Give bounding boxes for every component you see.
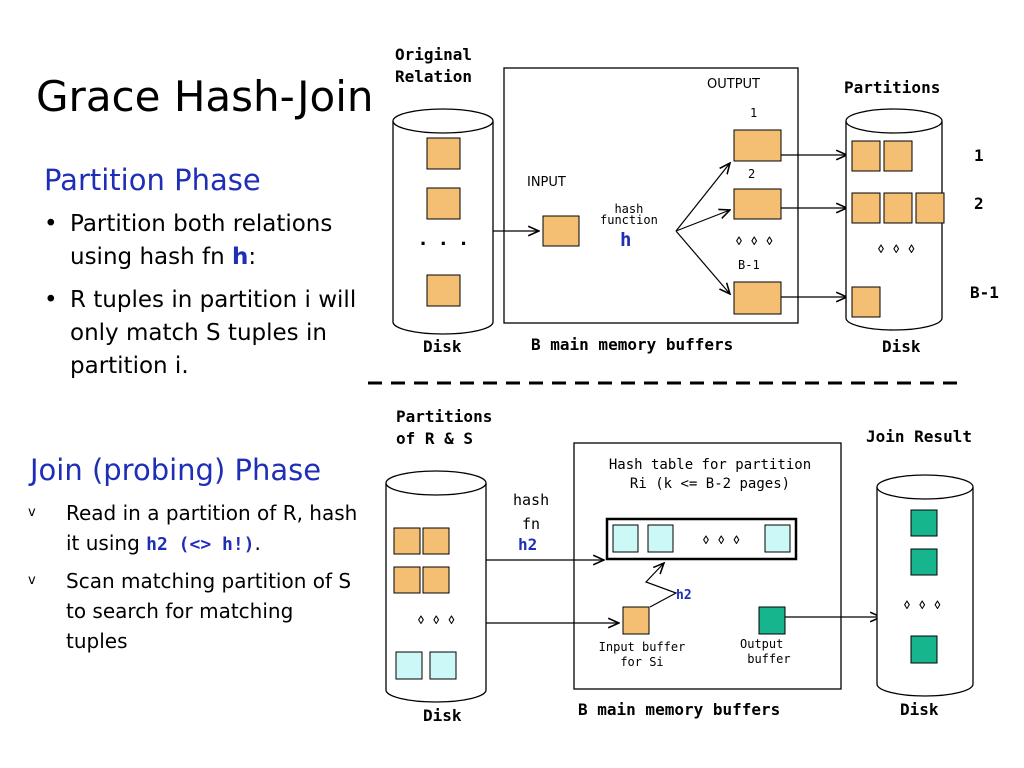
diamonds: ◊ ◊ ◊ <box>904 598 944 612</box>
page-block <box>426 274 461 307</box>
input-buffer-label: Input buffer for Si <box>598 640 686 669</box>
partition-page <box>883 192 913 224</box>
input-buffer <box>542 215 580 247</box>
result-page <box>910 635 938 664</box>
result-page <box>910 548 938 576</box>
partition-page <box>915 192 945 224</box>
hash-function-label: hash function <box>600 202 658 227</box>
hash-fn-label: hash fn <box>513 491 550 533</box>
output-buffer-2 <box>733 188 782 220</box>
diamonds: ◊ ◊ ◊ <box>418 613 458 627</box>
s-page <box>429 651 457 680</box>
s-page <box>395 651 423 680</box>
r-page <box>393 527 421 555</box>
partition-b-label: B-1 <box>970 283 999 302</box>
hash-table-label: Hash table for partition Ri (k <= B-2 pa… <box>608 457 812 492</box>
output-buffer-join <box>758 606 786 635</box>
partition-bullet-1: • Partition both relations using hash fn… <box>44 208 389 274</box>
hash-bucket <box>612 524 639 553</box>
bullet-text: Partition both relations using hash fn <box>70 211 333 270</box>
r-page <box>393 566 421 594</box>
output-buffer-1 <box>733 129 782 162</box>
output-1-label: 1 <box>750 106 758 120</box>
partition-bullet-2: • R tuples in partition i will only matc… <box>44 284 389 383</box>
partition-page <box>851 286 881 318</box>
hash-h-label: h <box>620 229 632 251</box>
hash-bucket <box>764 524 791 553</box>
memory-box-bottom <box>573 442 842 690</box>
bullet-h2: h2 (<> h!) <box>146 534 255 555</box>
bullet-h: h <box>231 244 249 270</box>
disk-label: Disk <box>423 337 462 356</box>
bullet-period: . <box>254 531 261 555</box>
disk-label: Disk <box>423 706 462 725</box>
input-buffer-si <box>622 606 650 635</box>
join-result-label: Join Result <box>866 427 972 446</box>
page-block <box>426 137 461 170</box>
partition-page <box>851 192 881 224</box>
bullet-text: Read in a partition of R, hash it using <box>66 501 358 555</box>
join-bullet-1: v Read in a partition of R, hash it usin… <box>28 498 358 560</box>
dots-label: . . . <box>420 225 471 250</box>
page-block <box>426 187 461 220</box>
arrow-hash-b <box>675 230 730 294</box>
h2-inner-label: h2 <box>676 588 692 603</box>
disk-right-top <box>845 108 943 331</box>
partition-phase-heading: Partition Phase <box>44 163 261 197</box>
partition-page <box>851 140 881 172</box>
bullet-dot: • <box>44 211 58 237</box>
input-label: INPUT <box>527 175 566 190</box>
bullet-text: Scan matching partition of S to search f… <box>66 569 352 653</box>
partitions-rs-label: Partitions of R & S <box>396 407 493 448</box>
join-phase-heading: Join (probing) Phase <box>30 453 322 487</box>
join-bullet-2: v Scan matching partition of S to search… <box>28 566 358 656</box>
diamonds: ◊ ◊ ◊ <box>878 242 918 256</box>
output-b-label: B-1 <box>738 258 760 272</box>
h2-label: h2 <box>518 535 538 554</box>
arrow-hash-2 <box>675 210 730 232</box>
r-page <box>422 566 450 594</box>
disk-label: Disk <box>882 337 921 356</box>
result-page <box>910 509 938 537</box>
memory-label: B main memory buffers <box>578 700 781 719</box>
page-title: Grace Hash-Join <box>36 72 374 121</box>
bullet-marker: v <box>28 573 36 588</box>
original-relation-label: Original Relation <box>395 45 473 86</box>
output-label: OUTPUT <box>707 77 760 92</box>
partition-page <box>883 140 913 172</box>
partition-2-label: 2 <box>974 194 984 213</box>
disk-right-bottom <box>876 474 974 697</box>
bullet-text: R tuples in partition i will only match … <box>70 287 357 379</box>
r-page <box>422 527 450 555</box>
output-buffer-label: Output buffer <box>740 637 791 666</box>
diamonds: ◊ ◊ ◊ <box>736 234 776 248</box>
bullet-colon: : <box>248 244 257 270</box>
partitions-label: Partitions <box>844 78 941 97</box>
disk-left-top <box>392 108 494 335</box>
output-2-label: 2 <box>748 167 756 181</box>
output-buffer-b <box>733 281 782 315</box>
arrow-hash-1 <box>675 163 730 232</box>
memory-label: B main memory buffers <box>531 335 734 354</box>
bullet-dot: • <box>44 287 58 313</box>
h2-zigzag-arrow <box>644 563 678 608</box>
diamonds: ◊ ◊ ◊ <box>703 533 743 547</box>
partition-1-label: 1 <box>974 146 984 165</box>
disk-label: Disk <box>900 700 939 719</box>
bullet-marker: v <box>28 505 36 520</box>
hash-bucket <box>647 524 674 553</box>
